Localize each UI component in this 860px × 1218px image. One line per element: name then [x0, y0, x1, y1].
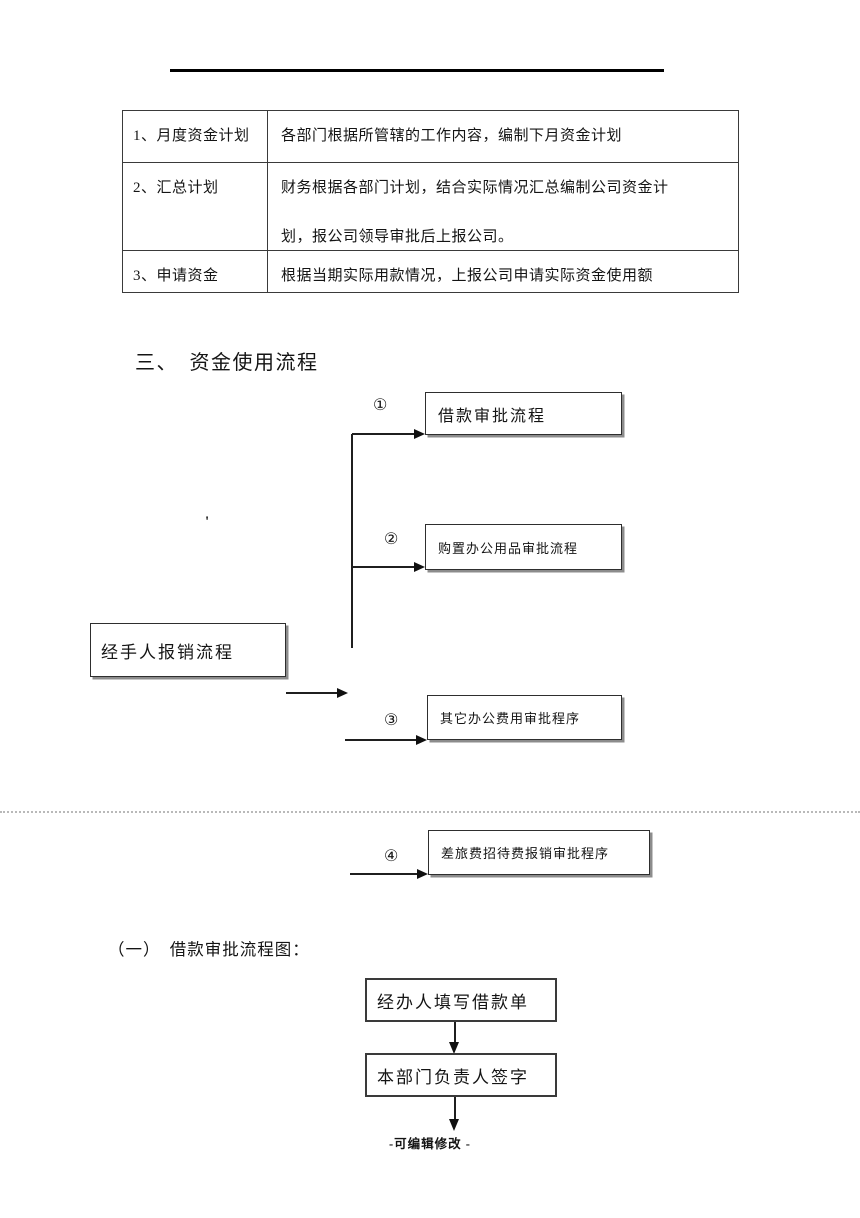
flow-connector-vline	[351, 434, 353, 648]
flow-box-travel-entertainment-expense: 差旅费招待费报销审批程序	[428, 830, 650, 875]
flow-box-label: 借款审批流程	[438, 407, 547, 425]
header-rule	[170, 69, 664, 72]
row-label: 2、汇总计划	[133, 180, 219, 196]
flow-box-office-supplies-approval: 购置办公用品审批流程	[425, 524, 622, 570]
source-arrow-line	[286, 692, 338, 694]
table-row: 3、申请资金 根据当期实际用款情况，上报公司申请实际资金使用额	[122, 250, 739, 293]
circled-number-2: ②	[384, 531, 399, 548]
table-row: 2、汇总计划 财务根据各部门计划，结合实际情况汇总编制公司资金计 划，报公司领导…	[122, 162, 739, 251]
row-label-cell: 2、汇总计划	[122, 162, 268, 251]
row-desc: 各部门根据所管辖的工作内容，编制下月资金计划	[281, 128, 623, 144]
arrow-down-icon	[449, 1042, 459, 1054]
step-box-fill-loan-form: 经办人填写借款单	[365, 978, 557, 1022]
step-box-dept-head-sign: 本部门负责人签字	[365, 1053, 557, 1097]
arrow-down-icon	[449, 1119, 459, 1131]
flow-arrow-line-3	[345, 739, 417, 741]
flow-box-label: 经手人报销流程	[101, 642, 234, 662]
flow-arrow-line-1	[352, 433, 415, 435]
arrow-right-icon	[414, 429, 425, 439]
source-box-handler-reimbursement: 经手人报销流程	[90, 623, 286, 677]
circled-number-1: ①	[373, 397, 388, 414]
arrow-right-icon	[416, 735, 427, 745]
page-break-dotted-line	[0, 811, 860, 813]
arrow-right-icon	[417, 869, 428, 879]
row-label: 1、月度资金计划	[133, 128, 250, 144]
flow-box-label: 购置办公用品审批流程	[438, 540, 579, 556]
flow-box-other-office-expense: 其它办公费用审批程序	[427, 695, 622, 740]
section-heading: 三、 资金使用流程	[135, 352, 319, 374]
flow-box-label: 其它办公费用审批程序	[440, 711, 581, 726]
row-desc: 根据当期实际用款情况，上报公司申请实际资金使用额	[281, 268, 654, 284]
arrow-right-icon	[337, 688, 348, 698]
circled-number-3: ③	[384, 712, 399, 729]
circled-number-4: ④	[384, 848, 399, 865]
stray-mark: '	[205, 514, 210, 530]
footer-note: -可编辑修改 -	[389, 1137, 471, 1151]
row-desc-cell: 各部门根据所管辖的工作内容，编制下月资金计划	[267, 110, 739, 163]
row-label-cell: 3、申请资金	[122, 250, 268, 293]
row-desc-line2: 划，报公司领导审批后上报公司。	[281, 229, 514, 245]
table-row: 1、月度资金计划 各部门根据所管辖的工作内容，编制下月资金计划	[122, 110, 739, 163]
subsection-heading: （一） 借款审批流程图：	[108, 940, 310, 959]
step-connector-vline	[454, 1022, 456, 1044]
step-label: 本部门负责人签字	[377, 1067, 529, 1087]
fund-plan-table: 1、月度资金计划 各部门根据所管辖的工作内容，编制下月资金计划 2、汇总计划 财…	[122, 110, 739, 293]
step-label: 经办人填写借款单	[377, 992, 529, 1012]
row-desc-line1: 财务根据各部门计划，结合实际情况汇总编制公司资金计	[281, 180, 669, 196]
flow-box-borrow-approval: 借款审批流程	[425, 392, 622, 435]
flow-arrow-line-4	[350, 873, 418, 875]
row-label-cell: 1、月度资金计划	[122, 110, 268, 163]
flow-arrow-line-2	[352, 566, 415, 568]
flow-box-label: 差旅费招待费报销审批程序	[441, 846, 610, 861]
row-desc-cell: 根据当期实际用款情况，上报公司申请实际资金使用额	[267, 250, 739, 293]
arrow-right-icon	[414, 562, 425, 572]
row-desc-cell: 财务根据各部门计划，结合实际情况汇总编制公司资金计 划，报公司领导审批后上报公司…	[267, 162, 739, 251]
row-label: 3、申请资金	[133, 268, 219, 284]
step-connector-vline	[454, 1097, 456, 1121]
